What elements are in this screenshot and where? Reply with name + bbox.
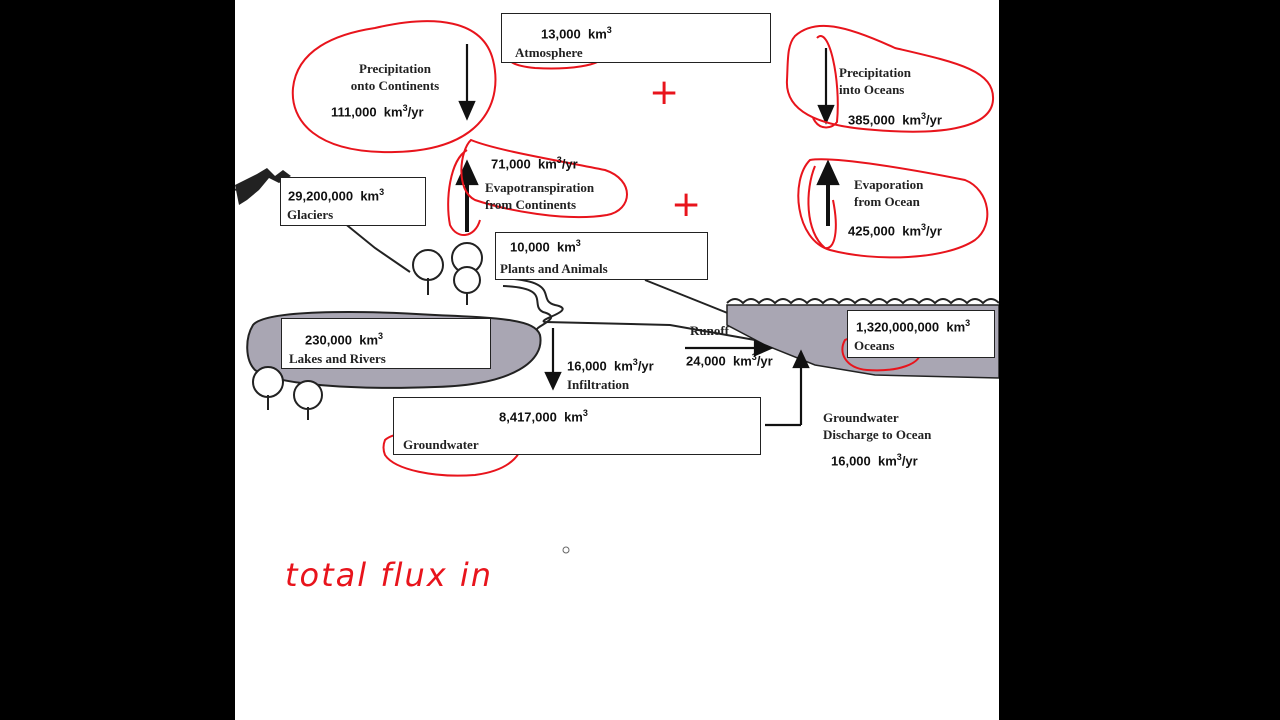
atmosphere-label: Atmosphere	[515, 45, 583, 60]
river-channel-bank	[502, 285, 553, 331]
glaciers-label: Glaciers	[287, 207, 334, 222]
trees-plants	[412, 242, 483, 305]
evapotranspiration-value: 71,000 km3/yr	[491, 155, 578, 172]
oceans-value: 1,320,000,000 km3	[856, 318, 971, 335]
atmosphere-box	[501, 13, 771, 63]
runoff-label: Runoff	[690, 323, 730, 338]
trees-lake	[252, 366, 323, 420]
mountain-snowcap	[235, 168, 291, 205]
gw-discharge-value: 16,000 km3/yr	[831, 452, 918, 469]
evaporation-ocean-value: 425,000 km3/yr	[848, 222, 942, 239]
cursor-mark	[562, 546, 570, 554]
lakes-value: 230,000 km3	[305, 331, 384, 348]
plants-value: 10,000 km3	[510, 238, 581, 255]
ocean-waves	[726, 298, 999, 305]
oceans-label: Oceans	[854, 338, 895, 353]
runoff-value: 24,000 km3/yr	[686, 352, 773, 369]
groundwater-value: 8,417,000 km3	[499, 408, 588, 425]
handwritten-note: total flux in	[285, 556, 494, 594]
glaciers-value: 29,200,000 km3	[288, 187, 385, 204]
precip-continents-value: 111,000 km3/yr	[331, 103, 424, 120]
river-channel	[496, 277, 756, 341]
infiltration-label: Infiltration	[567, 377, 630, 392]
precip-oceans-value: 385,000 km3/yr	[848, 111, 942, 128]
plus-annotation-1: +	[649, 72, 680, 113]
groundwater-box	[393, 397, 761, 455]
plants-box	[495, 232, 708, 280]
plants-label: Plants and Animals	[500, 261, 608, 276]
plus-annotation-2: +	[671, 184, 702, 225]
lakes-box	[281, 318, 491, 369]
groundwater-label: Groundwater	[403, 437, 479, 452]
oceans-box	[847, 310, 995, 358]
infiltration-value: 16,000 km3/yr	[567, 357, 654, 374]
atmosphere-value: 13,000 km3	[541, 25, 612, 42]
glaciers-box	[280, 177, 426, 226]
lakes-label: Lakes and Rivers	[289, 351, 386, 366]
